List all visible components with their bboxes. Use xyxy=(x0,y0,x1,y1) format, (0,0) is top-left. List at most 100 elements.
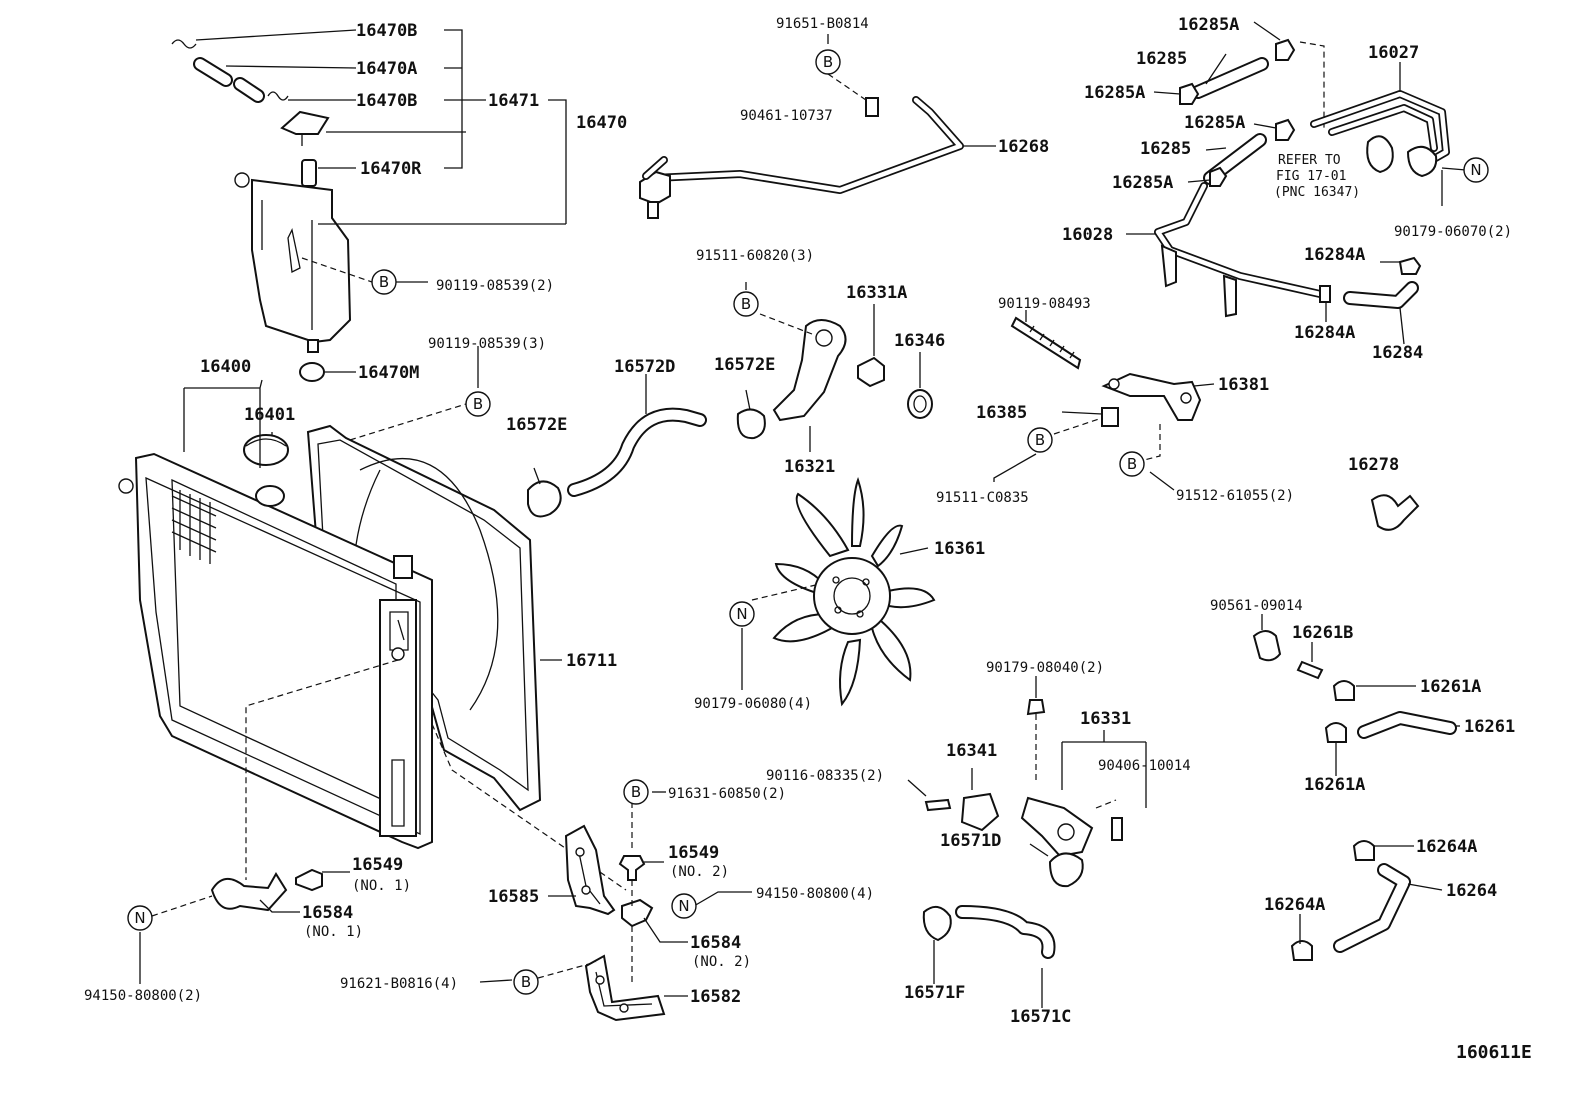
radiator-support-16584-no1 xyxy=(210,872,288,912)
label-90119-08493: 90119-08493 xyxy=(998,296,1091,312)
bypass-group xyxy=(1126,21,1467,345)
stud-90116-08335 xyxy=(924,798,952,812)
clamp-16285A-1 xyxy=(1275,38,1296,61)
reservoir-tank-16470 xyxy=(251,178,352,344)
clamp-16285A-3 xyxy=(1275,118,1296,141)
label-90119-08539-2: 90119-08539(2) xyxy=(436,278,554,294)
refer-note-line2: FIG 17-01 xyxy=(1276,169,1346,184)
label-16264A-2: 16264A xyxy=(1264,895,1325,915)
label-16470: 16470 xyxy=(576,113,627,133)
label-16381: 16381 xyxy=(1218,375,1269,395)
pipe-flange-16027 xyxy=(1406,145,1438,178)
label-16341: 16341 xyxy=(946,741,997,761)
label-16400: 16400 xyxy=(200,357,251,377)
nut-callout-94150-4: N xyxy=(678,897,689,915)
label-16361: 16361 xyxy=(934,539,985,559)
clamp-16264A-2 xyxy=(1290,940,1313,961)
callout-bolts: B B B B B B B B xyxy=(371,49,1145,995)
radiator-side-tank xyxy=(379,599,417,837)
gasket-16341 xyxy=(960,792,1000,832)
bolt-callout-91651: B xyxy=(823,53,833,71)
pipe-gasket-16027 xyxy=(1366,135,1394,174)
label-16585: 16585 xyxy=(488,887,539,907)
label-16401: 16401 xyxy=(244,405,295,425)
bolt-callout-91511-60820: B xyxy=(741,295,751,313)
label-16572D: 16572D xyxy=(614,357,675,377)
pipe-clip-90461-10737 xyxy=(865,97,879,117)
pipe-union-thread xyxy=(647,201,659,219)
mount-group xyxy=(139,791,752,1022)
inlet-hose-group xyxy=(527,282,933,518)
label-16584-no1-sub: (NO. 1) xyxy=(304,924,363,940)
bolt-90406-10014 xyxy=(1111,817,1123,841)
label-16346: 16346 xyxy=(894,331,945,351)
stay-bracket-16381 xyxy=(1101,372,1202,421)
bolt-callout-91631: B xyxy=(631,783,641,801)
hose-clamp-16470B-top xyxy=(171,39,197,49)
label-16284A-1: 16284A xyxy=(1304,245,1365,265)
nut-callout-90179-06080: N xyxy=(736,605,747,623)
water-inlet-16331 xyxy=(1020,796,1094,858)
figure-code: 160611E xyxy=(1456,1042,1532,1063)
label-91651-B0814: 91651-B0814 xyxy=(776,16,869,32)
hose-clamp-16572E-right xyxy=(736,408,766,440)
hose-16261-group xyxy=(1252,614,1460,776)
label-16261A-2: 16261A xyxy=(1304,775,1365,795)
reservoir-drain xyxy=(307,339,319,353)
hose-clamp-16571D xyxy=(1048,852,1084,888)
clamp-16261A-2 xyxy=(1324,722,1347,743)
radiator-outlet xyxy=(393,555,413,579)
heater-pipe-group xyxy=(639,34,996,219)
nut-16385 xyxy=(1101,407,1119,427)
label-90179-08040-2: 90179-08040(2) xyxy=(986,660,1104,676)
label-90179-06080-4: 90179-06080(4) xyxy=(694,696,812,712)
label-91511-C0835: 91511-C0835 xyxy=(936,490,1029,506)
label-94150-80800-2: 94150-80800(2) xyxy=(84,988,202,1004)
label-16264A-1: 16264A xyxy=(1416,837,1477,857)
clamp-16285A-4 xyxy=(1209,166,1228,187)
label-16331: 16331 xyxy=(1080,709,1131,729)
label-16572E-right: 16572E xyxy=(714,355,775,375)
label-16549-no2: 16549 xyxy=(668,843,719,863)
stay-group xyxy=(993,310,1420,531)
label-16584-no2-sub: (NO. 2) xyxy=(692,954,751,970)
label-16285-upper: 16285 xyxy=(1136,49,1187,69)
stud-90179-08040 xyxy=(1026,699,1046,716)
clamp-16284A-1 xyxy=(1398,256,1422,275)
label-16470M: 16470M xyxy=(358,363,419,383)
label-16278: 16278 xyxy=(1348,455,1399,475)
hose-16264-group xyxy=(1290,840,1443,961)
label-16261B: 16261B xyxy=(1292,623,1353,643)
label-90406-10014: 90406-10014 xyxy=(1098,758,1191,774)
label-16711: 16711 xyxy=(566,651,617,671)
bolt-callout-91511-c0835: B xyxy=(1035,431,1045,449)
label-90179-06070-2: 90179-06070(2) xyxy=(1394,224,1512,240)
pipe-bracket-16028-a xyxy=(1160,244,1177,288)
label-16285A-1: 16285A xyxy=(1178,15,1239,35)
label-16321: 16321 xyxy=(784,457,835,477)
label-16268: 16268 xyxy=(998,137,1049,157)
water-outlet-16321 xyxy=(772,319,847,422)
radiator-filler-neck xyxy=(255,485,285,507)
label-91511-60820-3: 91511-60820(3) xyxy=(696,248,814,264)
label-90119-08539-3: 90119-08539(3) xyxy=(428,336,546,352)
cushion-16549-no2 xyxy=(618,855,646,881)
label-16385: 16385 xyxy=(976,403,1027,423)
label-16261: 16261 xyxy=(1464,717,1515,737)
reservoir-mount-eye xyxy=(234,172,250,188)
label-16331A: 16331A xyxy=(846,283,907,303)
hose-clamp-16470B-mid xyxy=(267,91,289,101)
label-16471: 16471 xyxy=(488,91,539,111)
label-90561-09014: 90561-09014 xyxy=(1210,598,1303,614)
refer-note-line1: REFER TO xyxy=(1278,153,1341,168)
hose-clamp-16572E-left xyxy=(527,480,562,518)
bracket-16585 xyxy=(564,824,616,916)
label-16470B-mid: 16470B xyxy=(356,91,417,111)
label-94150-80800-4: 94150-80800(4) xyxy=(756,886,874,902)
label-16284A-2: 16284A xyxy=(1294,323,1355,343)
label-16549-no1-sub: (NO. 1) xyxy=(352,878,411,894)
label-16584-no2: 16584 xyxy=(690,933,741,953)
label-16285A-4: 16285A xyxy=(1112,173,1173,193)
pipe-bracket-16028-b xyxy=(1222,274,1237,318)
gasket-16346 xyxy=(907,389,933,419)
